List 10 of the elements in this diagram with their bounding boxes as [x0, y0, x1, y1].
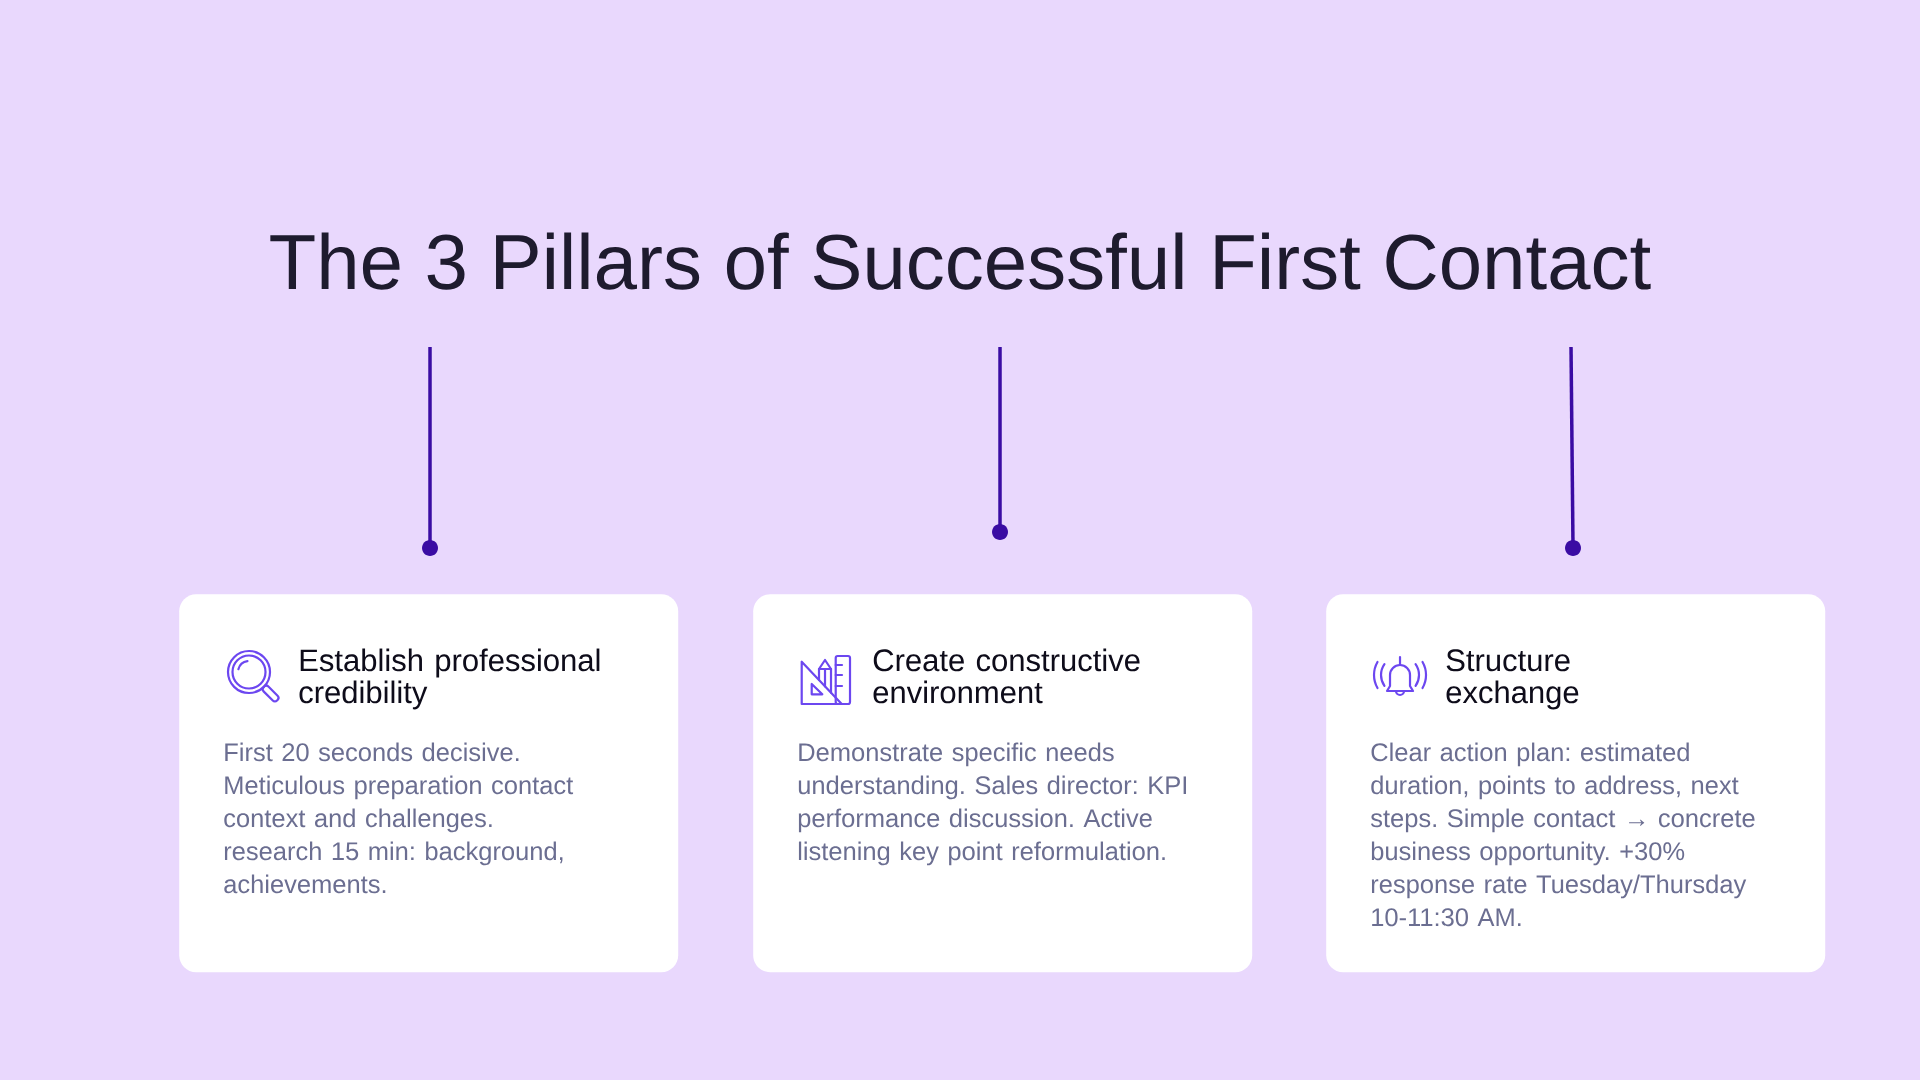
- card: [179, 594, 679, 973]
- card-heading: Establish professional credibility: [299, 648, 600, 710]
- card-heading: Structure exchange: [1446, 649, 1579, 710]
- card: [753, 594, 1253, 973]
- title: The 3 Pillars of Successful First Contact: [270, 232, 1651, 290]
- card: [1326, 594, 1826, 973]
- card-text: Demonstrate specific needs understanding. Sales director: KPI performance discussion. Active listening key point reformulation.: [798, 742, 1186, 866]
- card-heading: Create constructive environment: [873, 648, 1140, 704]
- card-text: Clear action plan: estimated duration, points to address, next steps. Simple contact → concrete business opportunity. +30% response rate Tuesday/Thursday 10-11:30 AM.: [1370, 742, 1755, 927]
- card-text: First 20 seconds decisive. Meticulous preparation contact context and challenges. research 15 min: background, achievements.: [224, 742, 574, 894]
